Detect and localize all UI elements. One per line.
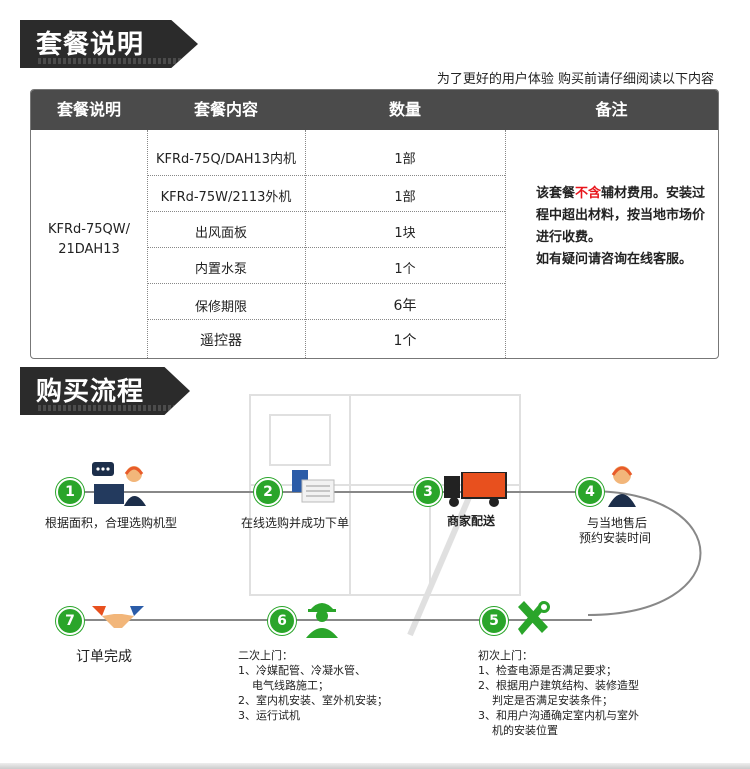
step-number-5: 5	[480, 607, 508, 635]
flow-line	[80, 619, 592, 621]
table-cell-item: 保修期限	[194, 300, 247, 315]
step-number-3: 3	[414, 478, 442, 506]
step-number-4: 4	[576, 478, 604, 506]
section-banner-package: 套餐说明	[20, 20, 198, 68]
handshake-icon	[92, 606, 144, 628]
package-table: 套餐说明 套餐内容 数量 备注 KFRd-75QW/ 21DAH13 KFRd-…	[30, 89, 719, 359]
table-cell-item: 内置水泵	[194, 262, 247, 277]
blueprint-sketch	[249, 394, 521, 637]
table-cell-item: 出风面板	[194, 226, 247, 241]
table-cell-item: KFRd-75Q/DAH13内机	[155, 152, 297, 167]
footer-divider	[0, 763, 750, 769]
step-label-4a: 与当地售后	[587, 516, 648, 530]
row-divider	[147, 175, 505, 176]
column-divider	[505, 130, 506, 358]
step-label-2: 在线选购并成功下单	[241, 516, 350, 530]
table-cell-item: KFRd-75W/2113外机	[160, 190, 292, 205]
banner-decoration	[38, 405, 178, 411]
header-content: 套餐内容	[193, 100, 258, 119]
after-sales-agent-icon	[608, 466, 636, 507]
step-label-4b: 预约安装时间	[579, 531, 652, 545]
column-divider	[147, 130, 148, 358]
step-label-1: 根据面积，合理选购机型	[45, 516, 178, 530]
tools-icon	[518, 601, 550, 635]
table-cell-qty: 6年	[393, 298, 417, 314]
customer-service-icon	[92, 462, 146, 506]
step-number-2: 2	[254, 478, 282, 506]
remark-highlight: 不含	[575, 186, 602, 201]
section-title: 购买流程	[36, 377, 145, 407]
step-label-3: 商家配送	[447, 514, 496, 528]
delivery-truck-icon	[444, 472, 507, 507]
flow-curve	[588, 490, 702, 616]
table-cell-qty: 1个	[394, 262, 416, 277]
package-model: KFRd-75QW/ 21DAH13	[48, 222, 130, 257]
package-remark: 该套餐不含辅材费用。安装过程中超出材料，按当地市场价进行收费。 如有疑问请咨询在…	[536, 186, 706, 267]
row-divider	[147, 247, 505, 248]
header-remark: 备注	[595, 100, 628, 119]
step-text-5: 初次上门： 1、检查电源是否满足要求； 2、根据用户建筑结构、装修造型 判定是否…	[478, 649, 639, 737]
header-package: 套餐说明	[56, 100, 121, 119]
table-cell-qty: 1部	[394, 190, 416, 205]
row-divider	[147, 283, 505, 284]
section-title: 套餐说明	[36, 30, 145, 60]
step-label-7: 订单完成	[76, 649, 132, 665]
order-form-icon	[292, 470, 335, 503]
column-divider	[305, 130, 306, 358]
banner-decoration	[38, 58, 188, 64]
header-qty: 数量	[388, 100, 421, 119]
table-cell-qty: 1部	[394, 152, 416, 167]
table-header: 套餐说明 套餐内容 数量 备注	[31, 90, 718, 130]
step-number-1: 1	[56, 478, 84, 506]
row-divider	[147, 319, 505, 320]
step-number-6: 6	[268, 607, 296, 635]
installer-worker-icon	[306, 603, 338, 638]
step-number-7: 7	[56, 607, 84, 635]
table-cell-item: 遥控器	[200, 333, 242, 349]
table-cell-qty: 1个	[393, 333, 417, 349]
notice-text: 为了更好的用户体验 购买前请仔细阅读以下内容	[436, 72, 714, 87]
row-divider	[147, 211, 505, 212]
step-text-6: 二次上门： 1、冷媒配管、冷凝水管、 电气线路施工； 2、室内机安装、室外机安装…	[238, 649, 388, 722]
section-banner-process: 购买流程	[20, 367, 190, 415]
flow-line	[80, 491, 592, 493]
table-cell-qty: 1块	[394, 226, 416, 241]
